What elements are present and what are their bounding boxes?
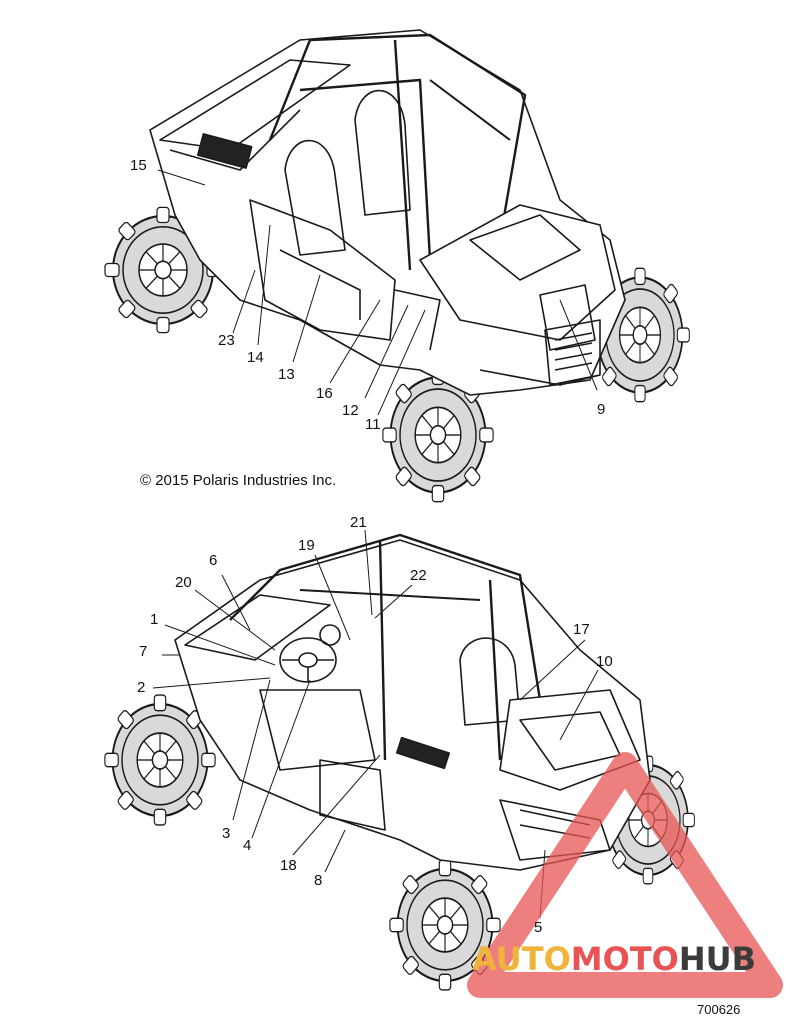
callout-21: 21 xyxy=(350,514,367,531)
callout-10: 10 xyxy=(596,653,613,670)
callout-23: 23 xyxy=(218,332,235,349)
callout-22: 22 xyxy=(410,567,427,584)
watermark-prefix: AUTO xyxy=(472,940,571,978)
top-leader-lines xyxy=(157,169,598,416)
callout-2: 2 xyxy=(137,679,146,696)
callout-19: 19 xyxy=(298,537,315,554)
watermark-suffix: HUB xyxy=(678,940,757,978)
watermark-logo xyxy=(467,752,783,998)
callout-17: 17 xyxy=(573,621,590,638)
bottom-leader-lines xyxy=(152,529,599,919)
bottom-vehicle-drawing xyxy=(103,533,696,992)
callout-13: 13 xyxy=(278,366,295,383)
top-vehicle-drawing xyxy=(103,29,691,503)
callout-11: 11 xyxy=(365,416,381,433)
watermark-text: AUTOMOTOHUB xyxy=(472,940,756,978)
copyright-notice: © 2015 Polaris Industries Inc. xyxy=(140,472,337,489)
watermark-middle: MOTO xyxy=(570,940,679,978)
callout-6: 6 xyxy=(209,552,218,569)
callout-12: 12 xyxy=(342,402,359,419)
callout-14: 14 xyxy=(247,349,264,366)
callout-18: 18 xyxy=(280,857,297,874)
callout-1: 1 xyxy=(150,611,159,628)
callout-15: 15 xyxy=(130,157,147,174)
part-number: 700626 xyxy=(697,1002,741,1017)
callout-8: 8 xyxy=(314,872,323,889)
callout-7: 7 xyxy=(139,643,148,660)
callout-5: 5 xyxy=(534,919,543,936)
callout-4: 4 xyxy=(243,837,252,854)
callout-20: 20 xyxy=(175,574,192,591)
callout-16: 16 xyxy=(316,385,333,402)
callout-9: 9 xyxy=(597,401,606,418)
callout-3: 3 xyxy=(222,825,231,842)
